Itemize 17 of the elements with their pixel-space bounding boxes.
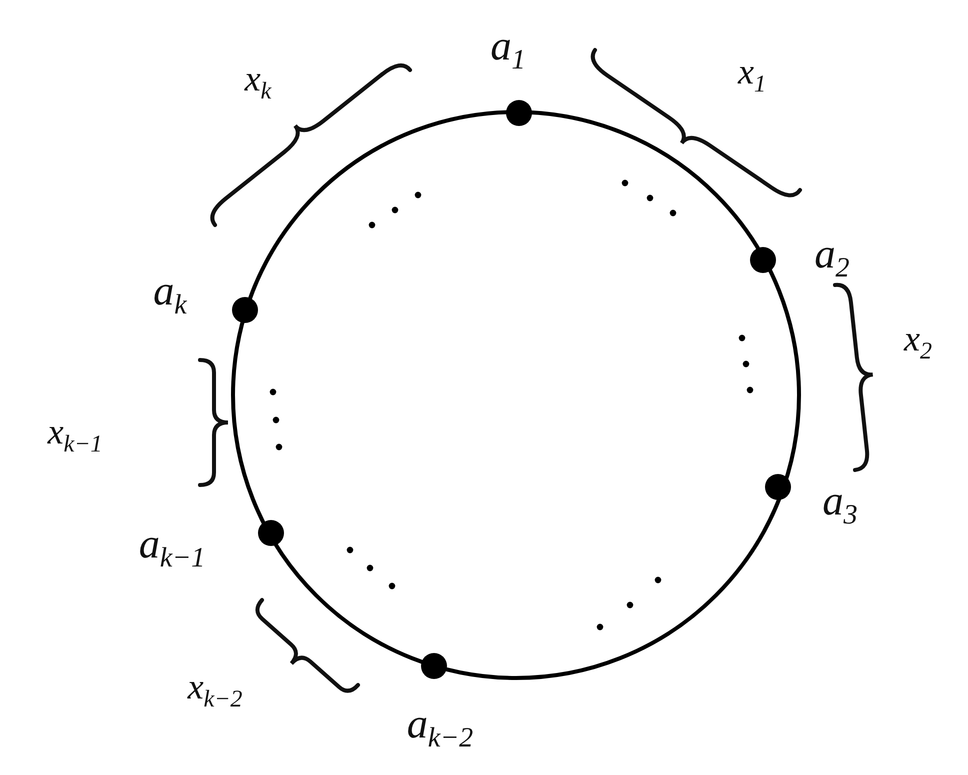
point-label: a$_{k}$ [153,270,187,320]
point-label: a$_{2}$ [814,233,850,283]
point-label: a$_{k−2}$ [406,703,474,753]
arc-label: x$_{2}$ [904,320,932,364]
point-dot [258,520,284,546]
point-label: a$_{1}$ [490,25,526,75]
point-dot [232,297,258,323]
arc-label: x$_{k−2}$ [188,668,242,712]
point-label: a$_{k−1}$ [138,523,206,573]
point-label: a$_{3}$ [822,480,858,530]
point-dot [506,100,532,126]
point-dot [765,474,791,500]
point-dot [750,247,776,273]
arc-label: x$_{1}$ [738,53,766,97]
arc-label: x$_{k−1}$ [48,413,102,457]
arc-label: x$_{k}$ [244,60,272,104]
point-dot [421,653,447,679]
